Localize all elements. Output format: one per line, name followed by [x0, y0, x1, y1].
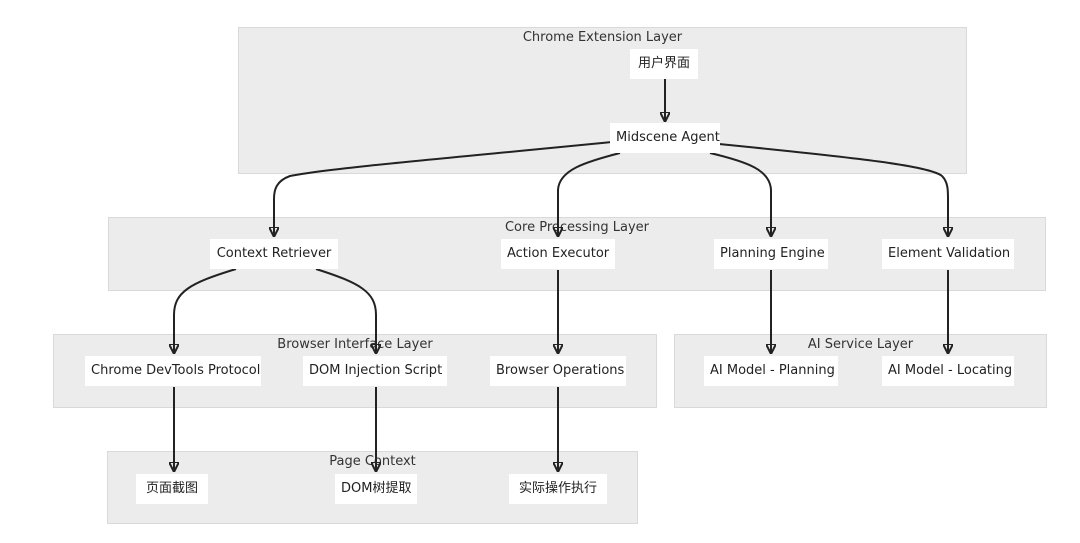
page-context-layer-title: Page Context	[329, 454, 416, 469]
ai-service-layer-title: AI Service Layer	[807, 337, 914, 352]
node-action-executor: Action Executor	[501, 239, 615, 269]
node-planning-engine: Planning Engine	[714, 239, 828, 269]
node-context-retriever: Context Retriever	[210, 239, 338, 269]
chrome-extension-layer-title: Chrome Extension Layer	[522, 30, 683, 45]
core-processing-layer-title: Core Processing Layer	[504, 220, 649, 235]
browser-interface-layer-title: Browser Interface Layer	[277, 337, 433, 352]
node-ai-model-planning: AI Model - Planning	[704, 356, 838, 386]
node-midscene-agent: Midscene Agent	[610, 123, 720, 153]
node-dom-injection-script: DOM Injection Script	[303, 356, 447, 386]
node-element-validation: Element Validation	[882, 239, 1014, 269]
chrome-extension-layer: Chrome Extension Layer	[238, 27, 967, 174]
node-actual-operation-execution: 实际操作执行	[509, 474, 607, 504]
node-browser-operations: Browser Operations	[490, 356, 626, 386]
node-ai-model-locating: AI Model - Locating	[882, 356, 1014, 386]
node-dom-tree-extract: DOM树提取	[335, 474, 417, 504]
node-chrome-devtools-protocol: Chrome DevTools Protocol	[85, 356, 261, 386]
node-user-interface: 用户界面	[630, 49, 698, 79]
node-page-screenshot: 页面截图	[136, 474, 208, 504]
